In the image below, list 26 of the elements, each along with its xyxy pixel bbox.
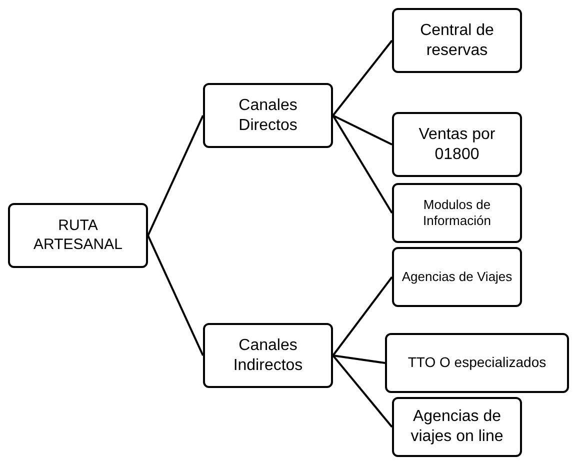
connector-line [147,235,204,356]
process-box [385,333,569,393]
process-box [392,183,522,243]
process-box [392,397,522,457]
box-text: Agencias de viajes on line [410,407,504,447]
box-text: Canales Directos [238,96,298,136]
process-box [392,247,522,307]
box-text: Central de reservas [419,20,495,60]
connector-line [332,276,393,356]
process-box [392,112,522,177]
connector-line [332,114,392,146]
box-text: Canales Indirectos [232,336,304,376]
connector-line [332,354,386,364]
process-box [8,203,148,268]
box-text: Modulos de Información [422,196,492,230]
process-box [203,83,333,148]
box-text: RUTA ARTESANAL [32,216,124,254]
connector-line [332,40,393,116]
process-box [203,323,333,388]
connector-line [332,354,393,428]
connector-line [332,114,393,214]
box-text: TTO O especializados [408,354,546,372]
process-box [392,8,522,73]
connector-line [147,115,204,236]
box-text: Ventas por 01800 [418,124,496,164]
box-text: Agencias de Viajes [402,268,512,286]
